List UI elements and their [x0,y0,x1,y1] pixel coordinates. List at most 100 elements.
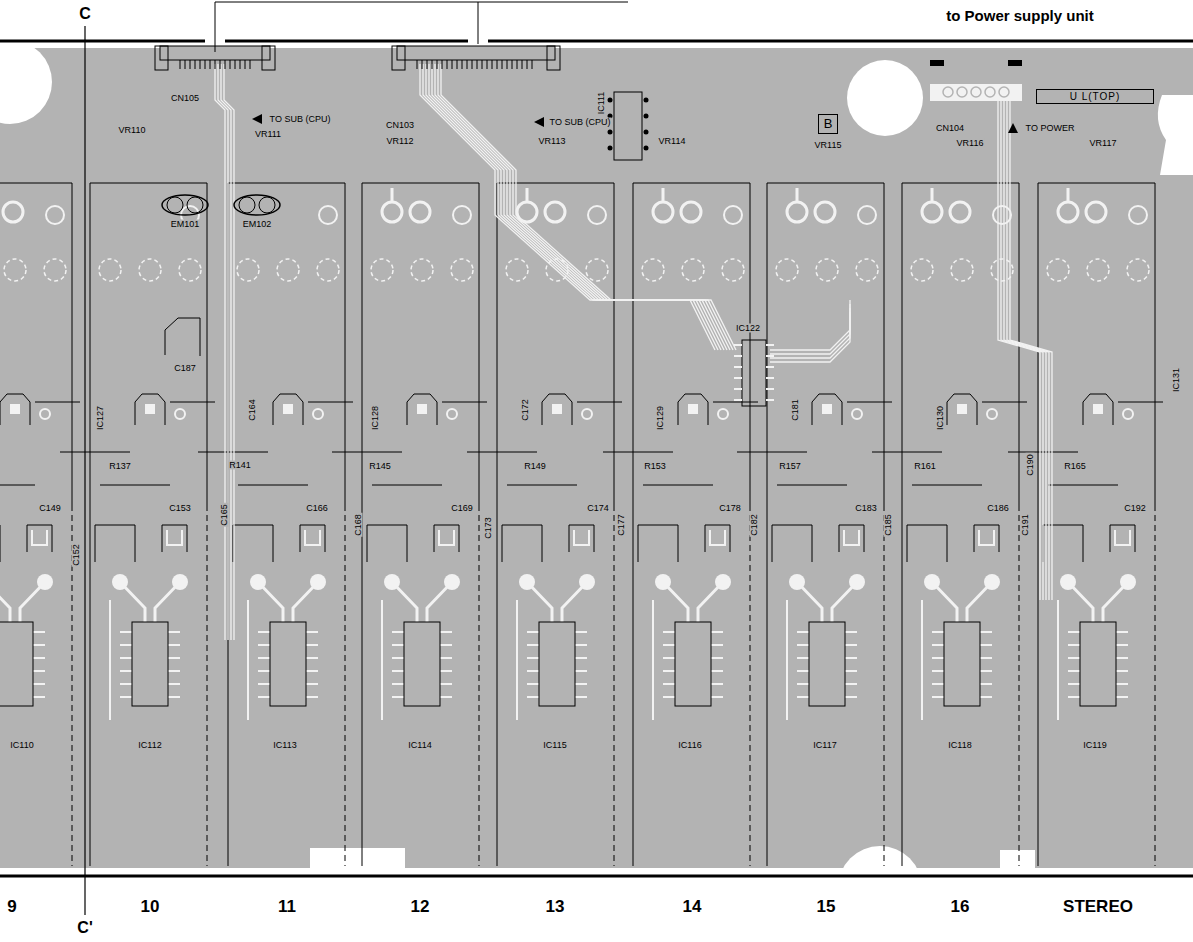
connector-pin [210,60,211,69]
connector-pin [477,60,478,69]
ic-pin [168,644,180,646]
channel-strip [332,183,487,866]
strip-outline [497,183,614,866]
ic-pin [1068,631,1080,633]
ic-pin [392,683,404,685]
part-label: C152 [72,543,81,567]
component-footprint [638,525,678,562]
ic-pin [33,644,45,646]
channel-number: 9 [6,898,17,915]
part-label: IC110 [9,741,34,750]
part-label: VR115 [814,141,843,150]
fader-hole [1087,259,1109,281]
pad [145,404,155,414]
connector-pin [943,87,953,97]
fader-hole [99,259,121,281]
trace [258,582,283,622]
bracket-line [478,2,479,44]
trace [921,600,923,720]
ic-pin [306,683,318,685]
part-label: C187 [173,364,197,373]
frame-line [0,40,205,43]
connector-pin [442,60,443,69]
part-label: EM102 [242,220,273,229]
ic-pin [440,696,452,698]
box-text: B [824,117,833,131]
ic-pin [392,631,404,633]
ic-pin [663,683,675,685]
via [1123,409,1133,419]
trace [574,530,589,545]
part-label: IC116 [677,741,702,750]
trace [663,582,688,622]
ic-pin [392,657,404,659]
fader-hole [911,259,933,281]
ic-pin [258,696,270,698]
connector-pin [502,60,503,69]
connector-pin [245,60,246,69]
silk-line [777,485,847,486]
trace-bundle [224,64,234,640]
fader-hole [317,259,339,281]
part-label: R161 [913,462,937,471]
trace [797,582,822,622]
ic-pin [734,366,742,368]
ic-pin [980,670,992,672]
ic-pin [440,644,452,646]
component-footprint [27,525,52,552]
part-label: VR111 [254,130,282,139]
ic-pin [663,631,675,633]
silk-line [847,402,892,403]
trace [1068,582,1093,622]
ic-pin [1116,683,1128,685]
fader-hole [816,259,838,281]
ic-chip [270,622,306,706]
fader-hole [1127,259,1149,281]
ic-pin [766,355,774,357]
component-footprint [705,525,730,552]
connector-label: TO SUB (CPU) [549,118,612,127]
part-label: IC114 [407,741,432,750]
board-cutout [1158,95,1193,175]
connector-cn105-tab [262,46,275,70]
strip-outline-dashed [479,505,480,866]
connector-pin [200,60,201,69]
em-pad [259,197,275,213]
silk-line [170,402,215,403]
ic-pin [258,657,270,659]
connector-pin [472,60,473,69]
fader-hole [237,259,259,281]
trace [1103,582,1128,622]
ic-chip [614,92,642,160]
ic-pin [168,631,180,633]
ic-pin [33,683,45,685]
ic-pin [766,344,774,346]
connector-pin [250,60,251,69]
connector-pin [432,60,433,69]
silk-line [1048,485,1118,486]
fader-hole [642,259,664,281]
part-label: VR116 [956,139,985,148]
connector-cn104 [930,84,1022,101]
via [447,409,457,419]
silk-line [0,485,35,486]
pad [858,206,876,224]
trace [293,582,318,622]
ic-pin [306,644,318,646]
strip-outline-dashed [345,505,346,866]
connector-pin [512,60,513,69]
pad [993,206,1011,224]
trace [844,530,859,545]
connector-pin [417,60,418,69]
ic-pin [845,670,857,672]
part-label: C149 [38,504,62,513]
frame-line [225,40,468,43]
ic-pin [734,355,742,357]
ic-pin [932,657,944,659]
pad [822,404,832,414]
connector-pin [205,60,206,69]
part-label: IC131 [1172,367,1181,393]
part-label: C164 [248,398,257,422]
ic-chip [944,622,980,706]
component-footprint [502,525,542,562]
